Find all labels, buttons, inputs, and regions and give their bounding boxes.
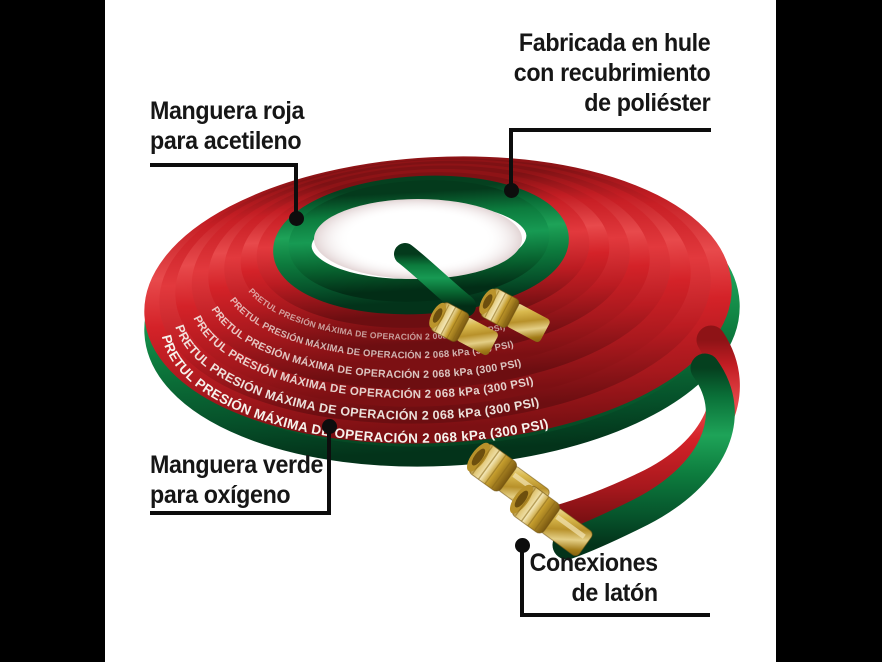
leader-dot-red-hose [289,211,304,226]
leader-dot-polyester [504,183,519,198]
leader-dot-brass [515,538,530,553]
callout-label-polyester: Fabricada en hule con recubrimiento de p… [513,29,710,117]
brass-fitting-green-end [509,484,593,557]
product-photo: PRETUL PRESIÓN MÁXIMA DE OPERACIÓN 2 068… [105,0,776,662]
hose-coil-illustration: PRETUL PRESIÓN MÁXIMA DE OPERACIÓN 2 068… [144,156,740,560]
letterbox-left [0,0,105,662]
callout-label-red-hose: Manguera roja para acetileno [150,97,305,155]
letterbox-right [776,0,882,662]
callout-label-brass: Conexiones de latón [529,549,658,607]
brass-fitting-inner-b [479,288,550,343]
callout-label-green-hose: Manguera verde para oxígeno [150,451,324,509]
leader-dot-green-hose [322,419,337,434]
product-image-canvas: PRETUL PRESIÓN MÁXIMA DE OPERACIÓN 2 068… [105,0,776,662]
brass-fitting-inner-a [429,302,498,356]
